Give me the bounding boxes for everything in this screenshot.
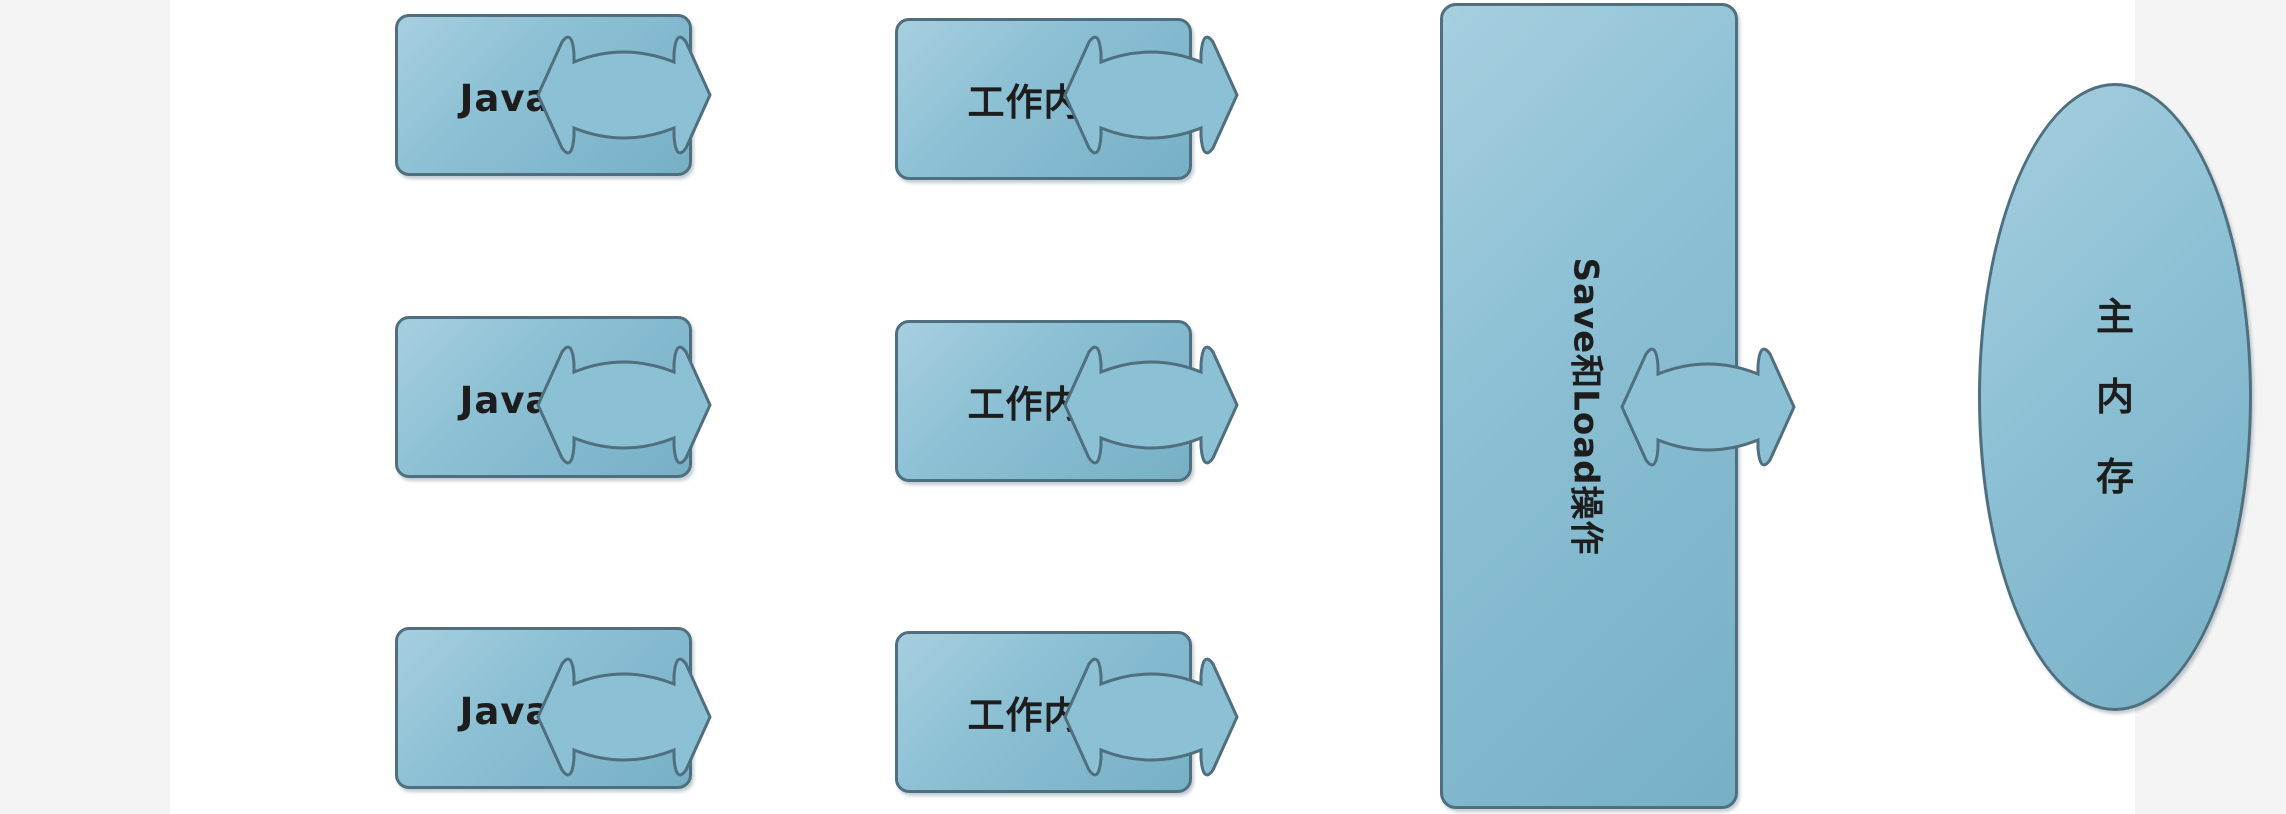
double-arrow-memory-saveload-2 — [1063, 345, 1239, 465]
main-memory-char-3: 存 — [2095, 455, 2134, 499]
double-arrow-saveload-main-memory — [1620, 347, 1796, 467]
double-arrow-thread-memory-3 — [536, 657, 712, 777]
double-arrow-memory-saveload-3 — [1063, 657, 1239, 777]
main-memory-ellipse: 主 内 存 — [1978, 83, 2252, 711]
double-arrow-thread-memory-1 — [536, 35, 712, 155]
double-arrow-memory-saveload-1 — [1063, 35, 1239, 155]
save-load-label: Save和Load操作 — [1565, 257, 1606, 555]
diagram-canvas: Java线程 工作内存 Java线程 工作内存 Java线程 工作内存 Save… — [170, 0, 2252, 814]
double-arrow-thread-memory-2 — [536, 345, 712, 465]
main-memory-char-1: 主 — [2095, 295, 2134, 339]
main-memory-char-2: 内 — [2095, 375, 2134, 419]
